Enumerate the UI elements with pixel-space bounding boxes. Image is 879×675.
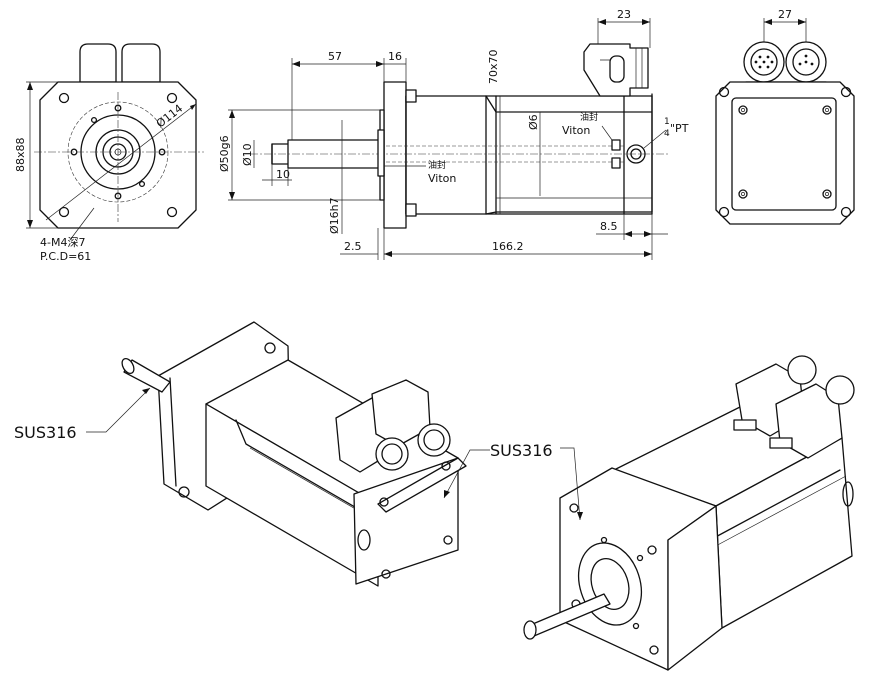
port-pt: "PT — [670, 122, 689, 135]
side-rear-seal — [611, 139, 621, 151]
dim-88x88: 88x88 — [14, 137, 27, 172]
iso-left-connector-face — [417, 423, 451, 457]
side-flange — [383, 81, 407, 229]
front-hole — [58, 92, 70, 104]
dim-57: 57 — [328, 50, 342, 63]
seal-rear-en: Viton — [562, 124, 590, 137]
iso-left-connector-face — [375, 437, 409, 471]
dim-6: Ø6 — [527, 114, 540, 130]
dim-166-2: 166.2 — [492, 240, 524, 253]
side-seal — [377, 129, 385, 177]
dim-16h7: Ø16h7 — [328, 197, 341, 234]
port-fraction-den: 4 — [664, 129, 670, 139]
front-diameter-leader — [45, 103, 197, 221]
note-tapped-holes: 4-M4深7 — [40, 236, 85, 249]
front-view — [26, 43, 204, 241]
front-connector-right — [121, 43, 161, 83]
front-hole — [166, 206, 178, 218]
port-fraction-num: 1 — [664, 117, 670, 127]
dim-2-5: 2.5 — [344, 240, 362, 253]
rear-cover — [731, 97, 837, 211]
rear-view — [715, 18, 855, 225]
rear-body — [715, 81, 855, 225]
label-sus316-left: SUS316 — [14, 423, 77, 442]
iso-view-right — [523, 355, 855, 671]
front-tapped-hole — [90, 116, 98, 124]
dim-8-5: 8.5 — [600, 220, 618, 233]
front-tapped-hole — [138, 180, 146, 188]
iso-right-connector-face — [825, 375, 855, 405]
side-bolt — [405, 203, 417, 217]
rear-connector-right-inner — [792, 48, 820, 76]
side-port — [626, 144, 646, 164]
dim-70x70: 70x70 — [487, 49, 500, 84]
label-sus316-right: SUS316 — [490, 441, 553, 460]
side-connector-window — [609, 55, 625, 83]
dim-10-dia: Ø10 — [241, 143, 254, 166]
front-hole — [166, 92, 178, 104]
seal-front-cn: 油封 — [428, 159, 446, 171]
dim-27: 27 — [778, 8, 792, 21]
iso-left-endcap — [353, 457, 459, 585]
dim-10: 10 — [276, 168, 290, 181]
iso-right-connector-face — [787, 355, 817, 385]
note-pcd: P.C.D=61 — [40, 250, 91, 263]
side-view — [228, 18, 670, 260]
iso-view-left — [86, 321, 490, 587]
seal-rear-cn: 油封 — [580, 111, 598, 123]
rear-connector-left-inner — [750, 48, 778, 76]
front-connector-left — [79, 43, 117, 83]
front-hole — [58, 206, 70, 218]
dim-23: 23 — [617, 8, 631, 21]
dim-50g6: Ø50g6 — [218, 135, 231, 172]
side-port-inner — [630, 148, 642, 160]
side-bolt — [405, 89, 417, 103]
side-rear-seal — [611, 157, 621, 169]
dim-16: 16 — [388, 50, 402, 63]
seal-front-en: Viton — [428, 172, 456, 185]
